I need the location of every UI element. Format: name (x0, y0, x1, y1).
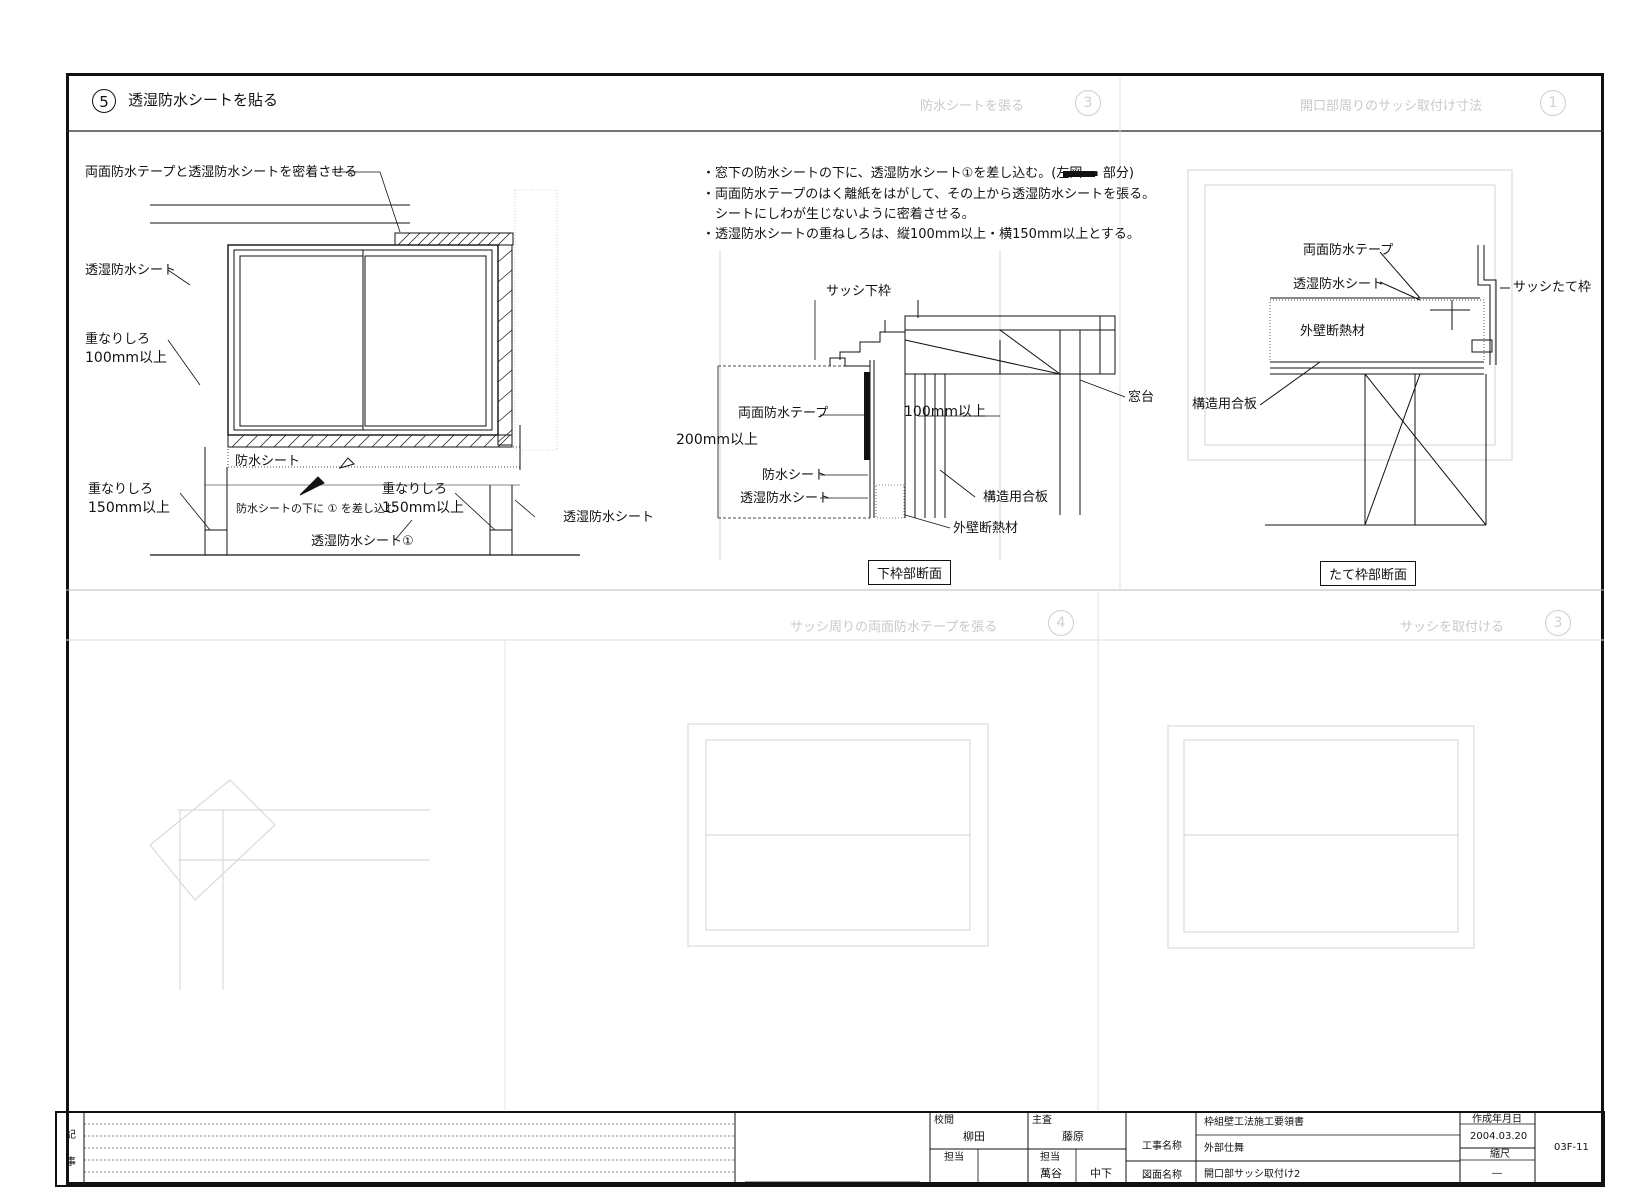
caption-sill-section: 下枠部断面 (868, 560, 952, 585)
tb-chief-label: 主査 (1032, 1115, 1052, 1126)
label-dim-100: 100mm以上 (904, 404, 986, 420)
tb-remarks-label: 事 (66, 1157, 76, 1168)
label-breathable-sheet-bottom: 透湿防水シート① (311, 534, 414, 549)
label-plywood-right: 構造用合板 (1192, 397, 1258, 412)
ghost-header-number: 4 (1048, 610, 1074, 636)
tb-checked-label: 校閲 (934, 1115, 954, 1126)
label-sash-bottom-frame: サッシ下枠 (826, 284, 892, 299)
tb-chief-name: 藤原 (1062, 1130, 1084, 1143)
tb-checked-name: 柳田 (963, 1130, 985, 1143)
label-double-sided-tape: 両面防水テープ (738, 406, 829, 421)
tb-scale: ― (1492, 1168, 1502, 1179)
ghost-header-number: 1 (1540, 90, 1566, 116)
section-number-badge: 5 (92, 89, 116, 113)
label-breathable-sheet-right: 透湿防水シート (563, 510, 655, 525)
label-window-sill: 窓台 (1128, 390, 1155, 405)
tb-drawing-name: 開口部サッシ取付け2 (1204, 1169, 1301, 1180)
label-plywood-mid: 構造用合板 (983, 490, 1049, 505)
ghost-header-number: 3 (1545, 610, 1571, 636)
label-overlap-150-right-line2: 150mm以上 (382, 500, 464, 516)
label-waterproof-sheet: 防水シート (235, 454, 301, 469)
label-overlap-100-line2: 100mm以上 (85, 350, 167, 366)
tb-person-label: 担当 (944, 1152, 964, 1163)
label-sash-vertical-frame: サッシたて枠 (1513, 280, 1592, 295)
note-line: シートにしわが生じないように密着させる。 (702, 207, 975, 222)
note-line: ・両面防水テープのはく離紙をはがして、その上から透湿防水シートを張る。 (702, 187, 1156, 202)
drawing-frame (66, 73, 1604, 1185)
note-line: ・窓下の防水シートの下に、透湿防水シート①を差し込む。(左図 ▬ 部分) (702, 166, 1134, 181)
tb-scale-label: 縮尺 (1490, 1149, 1510, 1160)
label-waterproof-sheet-mid: 防水シート (762, 468, 828, 483)
label-double-sided-tape-right: 両面防水テープ (1303, 243, 1394, 258)
tb-person-name: 萬谷 (1040, 1167, 1062, 1180)
tb-project-label: 工事名称 (1142, 1141, 1182, 1152)
ghost-header-title: サッシを取付ける (1400, 620, 1505, 635)
section-title: 透湿防水シートを貼る (128, 91, 279, 109)
caption-jamb-section: たて枠部断面 (1320, 561, 1417, 586)
tb-project-name: 枠組壁工法施工要領書 (1204, 1117, 1304, 1128)
ghost-header-title: サッシ周りの両面防水テープを張る (790, 620, 998, 635)
label-insulation-right: 外壁断熱材 (1300, 324, 1366, 339)
label-breathable-sheet-mid: 透湿防水シート (740, 491, 832, 506)
label-insert-instruction: 防水シートの下に ① を差し込む (236, 502, 396, 515)
tb-remarks-label: 記 (66, 1130, 76, 1141)
label-dim-200: 200mm以上 (676, 432, 758, 448)
tb-person-label: 担当 (1040, 1152, 1060, 1163)
tb-person-name: 中下 (1090, 1167, 1112, 1180)
tb-drawing-label: 図面名称 (1142, 1170, 1182, 1181)
tb-date: 2004.03.20 (1470, 1131, 1528, 1142)
label-overlap-150-left-line2: 150mm以上 (88, 500, 170, 516)
ghost-header-number: 3 (1075, 90, 1101, 116)
ghost-header-title: 開口部周りのサッシ取付け寸法 (1300, 99, 1483, 114)
label-insulation-mid: 外壁断熱材 (953, 521, 1019, 536)
label-overlap-150-right-line1: 重なりしろ (382, 482, 448, 497)
label-overlap-150-left-line1: 重なりしろ (88, 482, 154, 497)
ghost-header-title: 防水シートを張る (920, 99, 1025, 114)
tb-sheet-number: 03F-11 (1554, 1142, 1589, 1153)
note-line: ・透湿防水シートの重ねしろは、縦100mm以上・横150mm以上とする。 (702, 227, 1140, 242)
tb-project-sub: 外部仕舞 (1204, 1143, 1244, 1154)
label-breathable-sheet-left: 透湿防水シート (85, 263, 177, 278)
label-breathable-sheet-right-view: 透湿防水シート (1293, 277, 1385, 292)
tb-date-label: 作成年月日 (1472, 1114, 1522, 1125)
label-tape-sheet: 両面防水テープと透湿防水シートを密着させる (85, 165, 358, 180)
label-overlap-100-line1: 重なりしろ (85, 332, 151, 347)
